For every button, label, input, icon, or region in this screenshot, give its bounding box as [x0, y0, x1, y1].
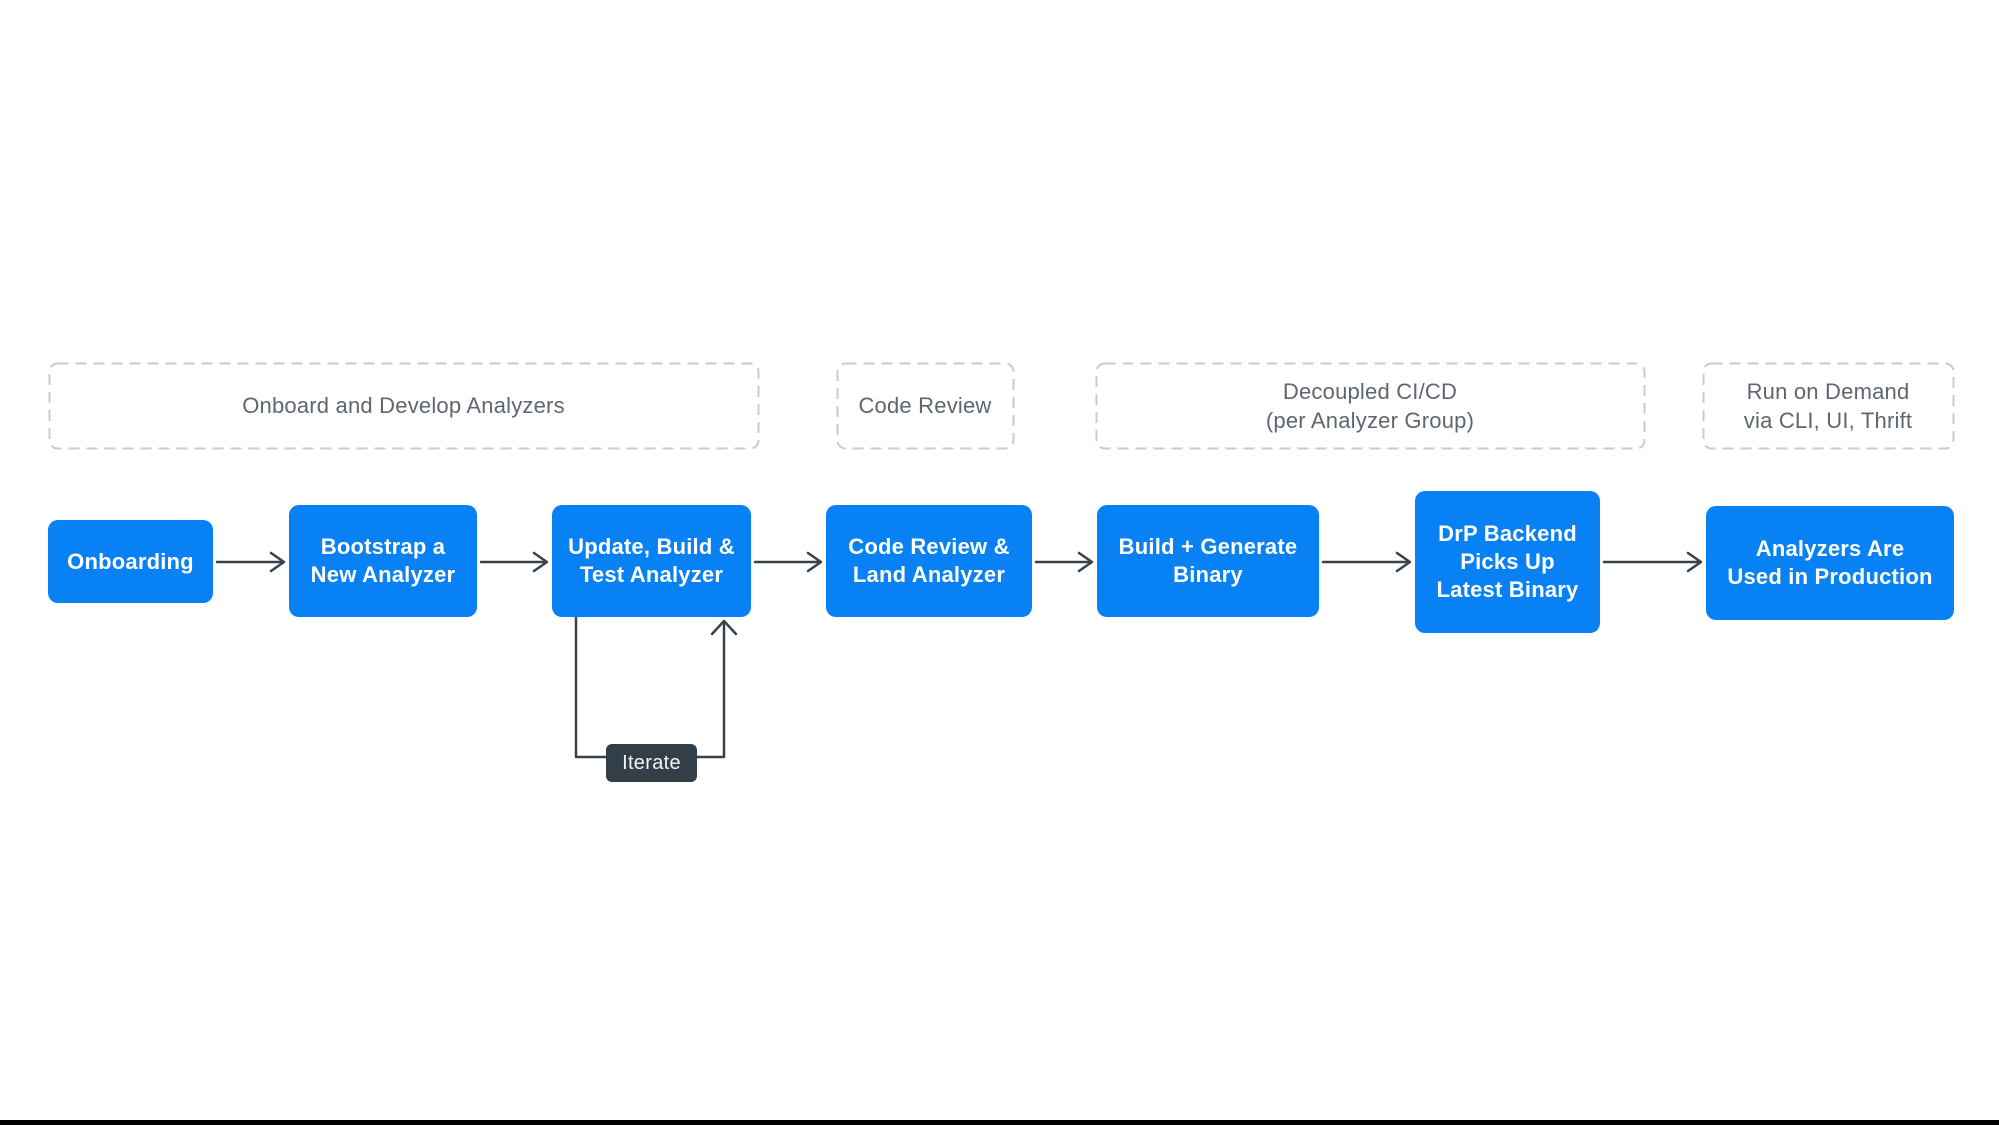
- iterate-label: Iterate: [606, 744, 697, 782]
- bottom-edge-bar: [0, 1120, 1999, 1125]
- group-label-line: Run on Demand: [1746, 378, 1910, 404]
- node-bootstrap-new-analyzer: Bootstrap a New Analyzer: [289, 505, 477, 617]
- node-label-line: Binary: [1173, 562, 1243, 587]
- group-label-line: Code Review: [858, 393, 992, 418]
- group-label-run-on-demand: Run on Demand via CLI, UI, Thrift: [1703, 363, 1953, 448]
- group-label-line: via CLI, UI, Thrift: [1743, 407, 1913, 433]
- node-label-line: Used in Production: [1727, 564, 1933, 589]
- node-label-line: Latest Binary: [1436, 577, 1579, 602]
- group-label-decoupled-cicd: Decoupled CI/CD (per Analyzer Group): [1096, 363, 1644, 448]
- arrow-build-to-drp: [1321, 551, 1412, 573]
- arrow-onboarding-to-bootstrap: [215, 551, 286, 573]
- group-label-code-review: Code Review: [837, 363, 1013, 448]
- group-border-onboard-develop: [48, 362, 760, 450]
- node-label-line: Land Analyzer: [852, 562, 1006, 587]
- node-label-line: Update, Build &: [568, 534, 735, 559]
- group-label-line: Decoupled CI/CD: [1282, 378, 1458, 404]
- node-code-review-land: Code Review & Land Analyzer: [826, 505, 1032, 617]
- node-analyzers-production: Analyzers Are Used in Production: [1706, 506, 1954, 620]
- iterate-label-text: Iterate: [622, 751, 681, 774]
- group-border-decoupled-cicd: [1095, 362, 1646, 450]
- node-label-line: Code Review &: [848, 534, 1010, 559]
- node-label-line: DrP Backend: [1438, 521, 1577, 546]
- group-label-line: Onboard and Develop Analyzers: [242, 393, 565, 418]
- arrow-drp-to-production: [1602, 551, 1703, 573]
- node-label-line: Test Analyzer: [579, 562, 724, 587]
- arrow-update-to-code-review: [753, 551, 823, 573]
- node-label-line: Onboarding: [67, 548, 194, 574]
- node-drp-backend-picks-up: DrP Backend Picks Up Latest Binary: [1415, 491, 1600, 633]
- arrow-code-review-to-build: [1034, 551, 1094, 573]
- group-label-onboard-develop: Onboard and Develop Analyzers: [49, 363, 758, 448]
- node-label-line: New Analyzer: [310, 562, 456, 587]
- group-border-run-on-demand: [1702, 362, 1955, 450]
- node-label-line: Analyzers Are: [1755, 536, 1905, 561]
- group-label-line: (per Analyzer Group): [1265, 407, 1475, 433]
- node-label-line: Picks Up: [1460, 549, 1555, 574]
- iterate-loop-connector: [574, 615, 738, 759]
- node-build-generate-binary: Build + Generate Binary: [1097, 505, 1319, 617]
- node-label-line: Bootstrap a: [320, 534, 446, 559]
- node-onboarding: Onboarding: [48, 520, 213, 603]
- node-label-line: Build + Generate: [1118, 534, 1298, 559]
- node-update-build-test: Update, Build & Test Analyzer: [552, 505, 751, 617]
- group-border-code-review: [836, 362, 1015, 450]
- arrow-bootstrap-to-update: [479, 551, 549, 573]
